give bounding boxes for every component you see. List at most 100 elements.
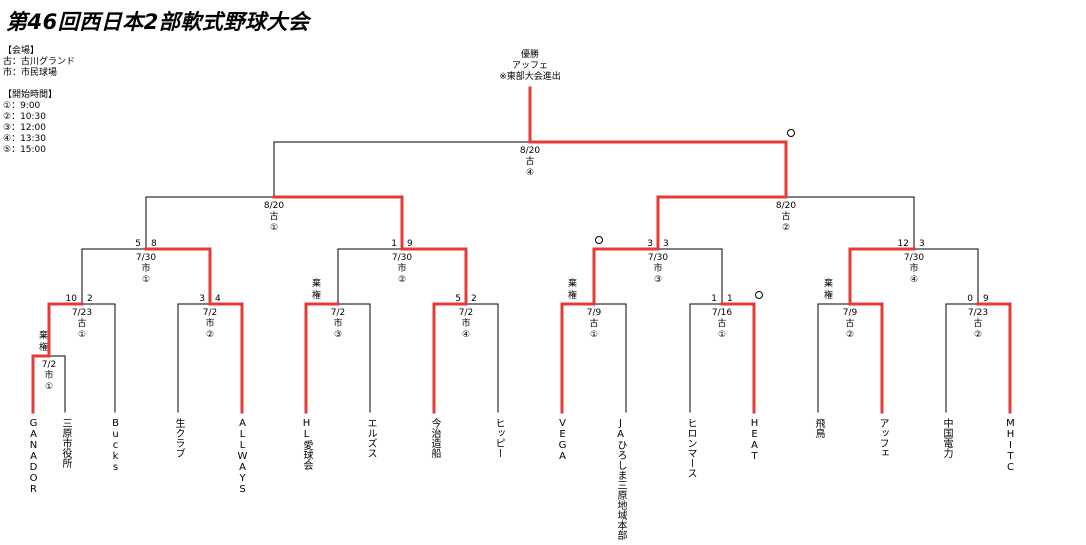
match-time: ①	[270, 223, 278, 233]
match-date: 8/20	[520, 146, 540, 156]
forfeit-mark: 権	[39, 341, 48, 353]
circle-mark	[787, 129, 795, 137]
match-venue: 市	[44, 369, 53, 381]
winner-path-lines	[31, 86, 1012, 414]
score-left: 10	[66, 294, 78, 304]
winner-heading: 優勝	[521, 48, 539, 60]
match-date: 7/9	[843, 308, 858, 318]
match-date: 7/23	[968, 308, 988, 318]
team-name: ALLWAYS	[237, 418, 248, 495]
match-time: ④	[910, 275, 918, 285]
score-left: 5	[455, 294, 461, 304]
score-left: 0	[967, 294, 973, 304]
match-venue: 市	[397, 262, 406, 274]
circle-mark	[755, 291, 763, 299]
forfeit-mark: 権	[312, 289, 321, 301]
match-venue: 古	[525, 155, 534, 167]
forfeit-mark: 棄	[824, 277, 833, 289]
match-venue: 古	[589, 317, 598, 329]
team-name: 中国電力	[941, 418, 952, 458]
team-name: 生クラブ	[173, 418, 184, 458]
match-venue: 市	[909, 262, 918, 274]
score-right: 3	[919, 239, 925, 249]
team-name: JAひろしま三原地域本部	[615, 418, 626, 540]
match-time: ④	[462, 330, 470, 340]
champion-note: ※東部大会進出	[499, 70, 561, 82]
match-date: 8/20	[776, 201, 796, 211]
score-right: 1	[727, 294, 733, 304]
team-name: Bucks	[110, 418, 121, 473]
team-name: 今治造船	[429, 418, 440, 458]
match-time: ②	[782, 223, 790, 233]
match-time: ③	[654, 275, 662, 285]
score-right: 3	[663, 239, 669, 249]
score-right: 4	[215, 294, 221, 304]
match-venue: 古	[781, 210, 790, 222]
match-date: 7/16	[712, 308, 732, 318]
match-date: 7/9	[587, 308, 602, 318]
venue-item: 市：市民球場	[3, 68, 58, 78]
team-name: ヒッピー	[493, 418, 504, 458]
venue-item: 古：古川グランド	[3, 57, 76, 67]
score-left: 5	[135, 239, 141, 249]
team-name: HL愛球会	[301, 418, 312, 470]
score-left: 1	[711, 294, 717, 304]
team-name: VEGA	[557, 418, 568, 462]
match-venue: 市	[653, 262, 662, 274]
time-item: ③：12:00	[3, 123, 47, 133]
match-venue: 古	[717, 317, 726, 329]
time-item: ④：13:30	[3, 134, 47, 144]
match-venue: 古	[77, 317, 86, 329]
match-date: 7/2	[459, 308, 473, 318]
time-legend: 【開始時間】 ①：9:00 ②：10:30 ③：12:00 ④：13:30 ⑤：…	[3, 90, 57, 156]
forfeit-mark: 棄	[312, 277, 321, 289]
team-name: アッフェ	[877, 418, 888, 458]
score-left: 3	[199, 294, 205, 304]
match-time: ①	[78, 330, 86, 340]
match-date: 7/2	[331, 308, 345, 318]
match-venue: 古	[269, 210, 278, 222]
team-name: MHITC	[1005, 418, 1016, 473]
team-name: HEAT	[749, 418, 760, 462]
team-name-line: 三原地域本部	[615, 480, 626, 540]
score-right: 2	[471, 294, 477, 304]
match-date: 7/30	[136, 253, 156, 263]
time-item: ②：10:30	[3, 112, 47, 122]
forfeit-mark: 棄	[568, 277, 577, 289]
team-name: GANADOR	[28, 418, 39, 495]
match-time: ①	[45, 382, 53, 392]
score-left: 1	[391, 239, 397, 249]
match-time: ③	[334, 330, 342, 340]
match-date: 7/2	[203, 308, 217, 318]
match-date: 7/2	[42, 360, 56, 370]
forfeit-mark: 権	[568, 289, 577, 301]
team-name: エルズス	[365, 418, 376, 458]
forfeit-mark: 棄	[39, 329, 48, 341]
team-name-line: JAひろしま	[615, 418, 626, 480]
venue-heading: 【会場】	[3, 46, 40, 56]
match-date: 7/30	[648, 253, 668, 263]
score-left: 12	[898, 239, 909, 249]
score-left: 3	[647, 239, 653, 249]
match-time: ②	[846, 330, 854, 340]
champion-name: アッフェ	[512, 61, 548, 71]
match-venue: 市	[141, 262, 150, 274]
circle-mark	[595, 236, 603, 244]
match-date: 7/23	[72, 308, 92, 318]
match-venue: 市	[461, 317, 470, 329]
match-venue: 古	[973, 317, 982, 329]
match-time: ①	[718, 330, 726, 340]
match-time: ②	[206, 330, 214, 340]
match-venue: 市	[333, 317, 342, 329]
time-item: ①：9:00	[3, 101, 41, 111]
score-right: 8	[151, 239, 157, 249]
match-time: ①	[142, 275, 150, 285]
match-venue: 古	[845, 317, 854, 329]
team-name: ヒロンマース	[685, 418, 696, 478]
match-date: 7/30	[392, 253, 412, 263]
score-right: 2	[87, 294, 93, 304]
match-time: ④	[526, 168, 534, 178]
score-right: 9	[983, 294, 989, 304]
